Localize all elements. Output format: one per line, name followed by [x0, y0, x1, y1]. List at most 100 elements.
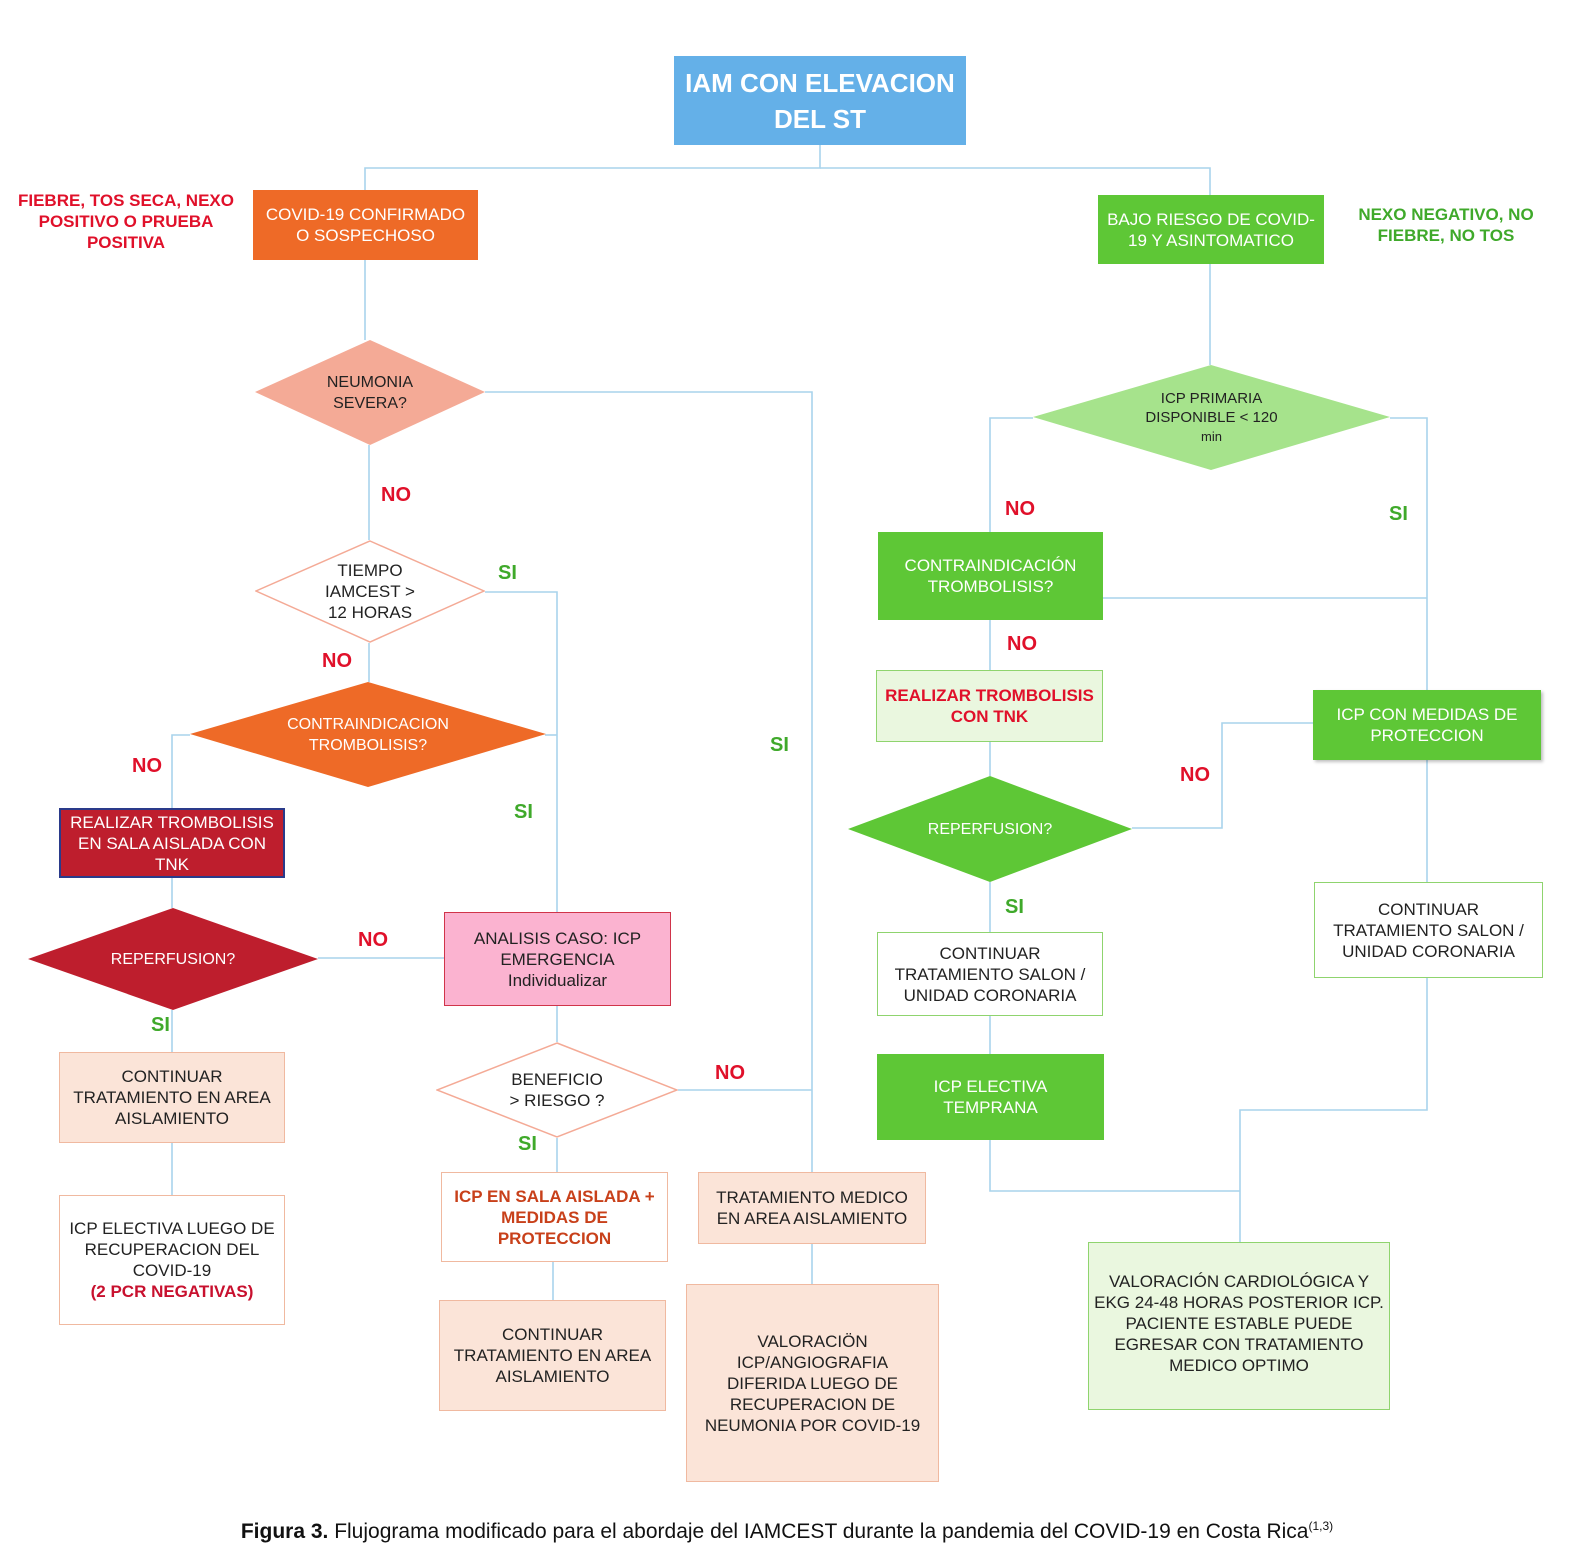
- realizar-right-line: CON TNK: [950, 707, 1029, 726]
- valoracion-left-line: NEUMONIA POR COVID-19: [704, 1415, 921, 1435]
- continuar-aislamiento-left-box: CONTINUAR TRATAMIENTO EN AREA AISLAMIENT…: [59, 1052, 285, 1143]
- no-label-contra-right: NO: [1007, 633, 1037, 655]
- reperfusion-left-diamond: REPERFUSION?: [28, 908, 318, 1010]
- valoracion-left-line: ICP/ANGIOGRAFIA: [736, 1352, 889, 1372]
- figure-caption: Figura 3. Flujograma modificado para el …: [0, 1519, 1574, 1544]
- si-label-tiempo: SI: [498, 562, 517, 584]
- left-note: FIEBRE, TOS SECA, NEXO POSITIVO O PRUEBA…: [10, 190, 242, 253]
- no-label-tiempo: NO: [322, 650, 352, 672]
- covid-confirmado-box: COVID-19 CONFIRMADO O SOSPECHOSO: [253, 190, 478, 260]
- icp-electiva-left-line: COVID-19: [132, 1261, 212, 1280]
- realizar-right-line: REALIZAR TROMBOLISIS: [885, 686, 1094, 705]
- right-note: NEXO NEGATIVO, NO FIEBRE, NO TOS: [1344, 204, 1548, 246]
- icp-sala-line: MEDIDAS DE: [501, 1207, 608, 1227]
- tiempo-diamond: TIEMPO IAMCEST > 12 HORAS: [255, 540, 485, 643]
- continuar-salon-mid-box: CONTINUAR TRATAMIENTO SALON / UNIDAD COR…: [877, 932, 1103, 1016]
- beneficio-line: > RIESGO ?: [509, 1091, 605, 1110]
- valoracion-left-line: VALORACIÖN: [757, 1331, 868, 1351]
- title-box: IAM CON ELEVACION DEL ST: [674, 56, 966, 145]
- right-note-line: NEXO NEGATIVO, NO: [1358, 205, 1534, 224]
- tiempo-line: TIEMPO: [337, 561, 403, 580]
- left-note-line: POSITIVO O PRUEBA: [38, 212, 214, 231]
- continuar-salon-mid-line: TRATAMIENTO SALON /: [894, 964, 1086, 984]
- icp-primaria-line: ICP PRIMARIA: [1160, 390, 1263, 407]
- left-note-line: FIEBRE, TOS SECA, NEXO: [17, 191, 234, 210]
- valoracion-left-line: DIFERIDA LUEGO DE: [727, 1373, 898, 1393]
- tratamiento-medico-line: TRATAMIENTO MEDICO: [716, 1188, 908, 1207]
- valoracion-right-line: MEDICO OPTIMO: [1169, 1356, 1309, 1375]
- analisis-line: ANALISIS CASO: ICP: [473, 928, 642, 948]
- icp-sala-line: PROTECCION: [497, 1228, 612, 1248]
- left-note-line: POSITIVA: [86, 233, 166, 252]
- contra-right-line: CONTRAINDICACIÓN: [904, 556, 1077, 575]
- contraindicacion-left-diamond: CONTRAINDICACION TROMBOLISIS?: [190, 682, 546, 787]
- tiempo-line: IAMCEST >: [325, 582, 415, 601]
- si-label-icp-primaria: SI: [1389, 503, 1408, 525]
- tiempo-line: 12 HORAS: [327, 603, 413, 622]
- analisis-caso-box: ANALISIS CASO: ICP EMERGENCIA Individual…: [444, 912, 671, 1006]
- icp-medidas-line: ICP CON MEDIDAS DE: [1336, 705, 1518, 724]
- icp-electiva-recuperacion-box: ICP ELECTIVA LUEGO DE RECUPERACION DEL C…: [59, 1195, 285, 1325]
- continuar-left-line: TRATAMIENTO EN AREA: [73, 1088, 271, 1107]
- icp-primaria-line: min: [1201, 429, 1222, 444]
- neumonia-diamond-shape: [255, 340, 485, 445]
- continuar-left-line: AISLAMIENTO: [115, 1109, 229, 1128]
- continuar-mid-line: CONTINUAR: [501, 1325, 604, 1344]
- neumonia-line: NEUMONIA: [326, 373, 414, 391]
- icp-temprana-line: ICP ELECTIVA: [933, 1077, 1048, 1096]
- valoracion-right-line: EKG 24-48 HORAS POSTERIOR ICP.: [1094, 1293, 1384, 1312]
- bajo-box-line: 19 Y ASINTOMATICO: [1128, 230, 1294, 250]
- icp-electiva-left-line: RECUPERACION DEL: [84, 1240, 260, 1259]
- contra-left-line: CONTRAINDICACION: [287, 715, 449, 733]
- icp-medidas-line: PROTECCION: [1370, 726, 1484, 745]
- valoracion-right-line: EGRESAR CON TRATAMIENTO: [1114, 1335, 1364, 1354]
- no-label-contra-left: NO: [132, 755, 162, 777]
- icp-temprana-line: TEMPRANA: [943, 1098, 1038, 1117]
- reperfusion-right-shape: [848, 776, 1132, 882]
- contraindicacion-right-box: CONTRAINDICACIÓN TROMBOLISIS?: [878, 532, 1103, 620]
- tratamiento-medico-line: EN AREA AISLAMIENTO: [716, 1209, 908, 1228]
- valoracion-diferida-box: VALORACIÖN ICP/ANGIOGRAFIA DIFERIDA LUEG…: [686, 1284, 939, 1482]
- neumonia-line: SEVERA?: [333, 394, 407, 412]
- bajo-box-line: BAJO RIESGO DE COVID-: [1107, 209, 1315, 229]
- right-note-line: FIEBRE, NO TOS: [1377, 226, 1515, 245]
- tratamiento-medico-box: TRATAMIENTO MEDICO EN AREA AISLAMIENTO: [698, 1172, 926, 1244]
- no-label-icp-primaria: NO: [1005, 498, 1035, 520]
- contra-left-line: TROMBOLISIS?: [308, 736, 428, 754]
- no-label-reperf-left: NO: [358, 929, 388, 951]
- icp-electiva-left-line: ICP ELECTIVA LUEGO DE: [69, 1219, 275, 1238]
- realizar-left-line: EN SALA AISLADA CON: [77, 833, 267, 853]
- si-label-beneficio: SI: [518, 1133, 537, 1155]
- reperfusion-right-diamond: REPERFUSION?: [848, 776, 1132, 882]
- continuar-mid-line: AISLAMIENTO: [495, 1367, 610, 1386]
- beneficio-line: BENEFICIO: [511, 1070, 603, 1089]
- realizar-left-line: TNK: [155, 854, 189, 874]
- realizar-trombolisis-aislada-box: REALIZAR TROMBOLISIS EN SALA AISLADA CON…: [59, 808, 285, 878]
- reperfusion-right-label: REPERFUSION?: [927, 820, 1053, 838]
- si-label-contra-left: SI: [514, 801, 533, 823]
- si-label-reperf-left: SI: [151, 1014, 170, 1036]
- icp-medidas-proteccion-box: ICP CON MEDIDAS DE PROTECCION: [1313, 690, 1541, 760]
- icp-sala-aislada-box: ICP EN SALA AISLADA + MEDIDAS DE PROTECC…: [441, 1172, 668, 1262]
- continuar-mid-line: TRATAMIENTO EN AREA: [453, 1346, 652, 1365]
- reperfusion-left-label: REPERFUSION?: [110, 950, 236, 968]
- caption-bold: Figura 3.: [240, 1520, 329, 1543]
- icp-sala-line: ICP EN SALA AISLADA +: [454, 1186, 655, 1206]
- no-label-neumonia: NO: [381, 484, 411, 506]
- icp-primaria-diamond: ICP PRIMARIA DISPONIBLE < 120 min: [1033, 365, 1390, 470]
- title-line-2: DEL ST: [774, 103, 866, 134]
- valoracion-cardiologica-box: VALORACIÓN CARDIOLÓGICA Y EKG 24-48 HORA…: [1088, 1242, 1390, 1410]
- no-label-beneficio: NO: [715, 1062, 745, 1084]
- caption-sup: (1,3): [1308, 1519, 1334, 1533]
- reperfusion-left-shape: [28, 908, 318, 1010]
- continuar-left-line: CONTINUAR: [121, 1067, 223, 1086]
- neumonia-diamond: NEUMONIA SEVERA?: [255, 340, 485, 445]
- beneficio-diamond: BENEFICIO > RIESGO ?: [436, 1042, 678, 1138]
- icp-electiva-left-line: (2 PCR NEGATIVAS): [90, 1282, 254, 1301]
- continuar-salon-mid-line: UNIDAD CORONARIA: [903, 985, 1077, 1005]
- analisis-line: Individualizar: [507, 970, 608, 990]
- continuar-aislamiento-mid-box: CONTINUAR TRATAMIENTO EN AREA AISLAMIENT…: [439, 1300, 666, 1411]
- no-label-reperf-right: NO: [1180, 764, 1210, 786]
- icp-primaria-line: DISPONIBLE < 120: [1145, 409, 1278, 426]
